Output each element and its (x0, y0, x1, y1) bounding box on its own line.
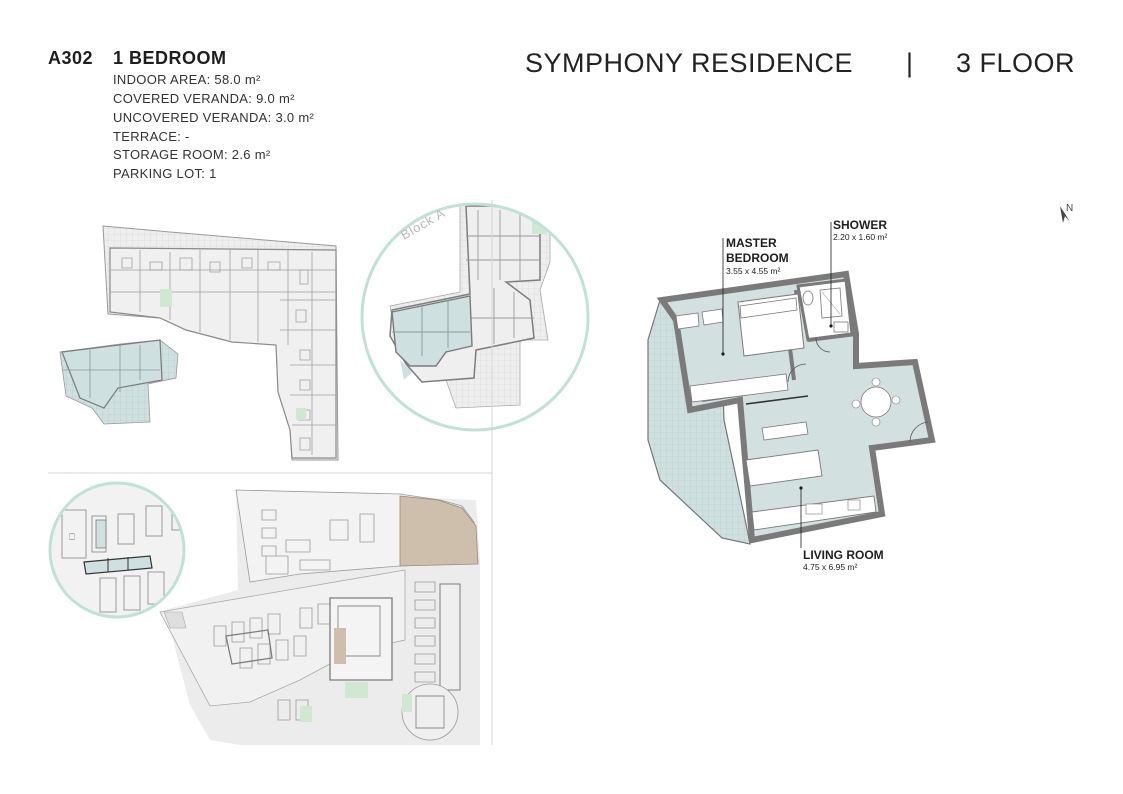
room-living-room-label: LIVING ROOM (803, 548, 884, 562)
block-overview-plan (59, 225, 339, 461)
room-master-bedroom-label-1: MASTER (726, 236, 777, 250)
north-label: N (1066, 203, 1073, 214)
spec-parking-lot: PARKING LOT: 1 (113, 166, 217, 181)
floor-label: 3 FLOOR (956, 48, 1076, 78)
apartment-floor-plan (647, 222, 936, 548)
parking-site-plan (159, 489, 480, 745)
svg-text:⎕: ⎕ (69, 532, 75, 542)
spec-storage-room: STORAGE ROOM: 2.6 m² (113, 147, 271, 162)
room-shower-label: SHOWER (833, 218, 887, 232)
spec-terrace: TERRACE: - (113, 129, 190, 144)
unit-code: A302 (48, 48, 94, 68)
block-a-zoom: Block A (360, 202, 590, 432)
room-shower-dims: 2.20 x 1.60 m² (833, 232, 888, 242)
room-living-room-dims: 4.75 x 6.95 m² (803, 562, 858, 572)
spec-indoor-area: INDOOR AREA: 58.0 m² (113, 72, 261, 87)
spec-uncovered-veranda: UNCOVERED VERANDA: 3.0 m² (113, 110, 315, 125)
title-separator: | (906, 48, 914, 78)
project-title: SYMPHONY RESIDENCE (525, 48, 854, 78)
north-arrow-icon (1060, 206, 1070, 223)
parking-zoom: ⎕ (48, 481, 186, 619)
spec-covered-veranda: COVERED VERANDA: 9.0 m² (113, 91, 295, 106)
room-master-bedroom-label-2: BEDROOM (726, 251, 789, 265)
unit-type: 1 BEDROOM (113, 48, 227, 68)
room-master-bedroom-dims: 3.55 x 4.55 m² (726, 266, 781, 276)
